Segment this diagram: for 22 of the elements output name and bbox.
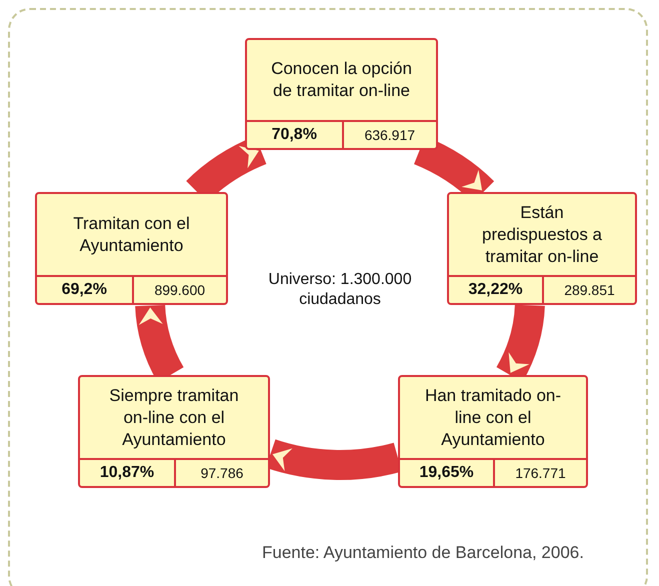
percentage-value: 69,2% <box>60 280 108 300</box>
count-value: 289.851 <box>542 277 635 303</box>
count-value: 97.786 <box>174 460 268 486</box>
percentage-value: 32,22% <box>467 280 524 300</box>
count-value: 636.917 <box>342 122 436 148</box>
process-box <box>245 38 438 150</box>
process-box <box>398 375 588 488</box>
percentage-value: 10,87% <box>98 463 156 483</box>
source-note: Fuente: Ayuntamiento de Barcelona, 2006. <box>262 543 584 563</box>
percentage-value: 70,8% <box>270 125 318 145</box>
center-label: Universo: 1.300.000 ciudadanos <box>267 270 413 310</box>
box-heading: Tramitan con el Ayuntamiento <box>72 212 191 256</box>
count-value: 176.771 <box>493 460 586 486</box>
box-heading: Siempre tramitan on-line con el Ayuntamiento <box>108 384 240 450</box>
box-heading: Conocen la opción de tramitar on-line <box>270 58 413 102</box>
count-value: 899.600 <box>132 277 226 303</box>
process-box <box>35 192 228 305</box>
percentage-value: 19,65% <box>418 463 475 483</box>
process-box <box>447 192 637 305</box>
box-heading: Han tramitado on-line con el Ayuntamiento <box>424 384 562 450</box>
box-heading: Están predispuestos a tramitar on-line <box>480 202 604 268</box>
process-box <box>78 375 270 488</box>
